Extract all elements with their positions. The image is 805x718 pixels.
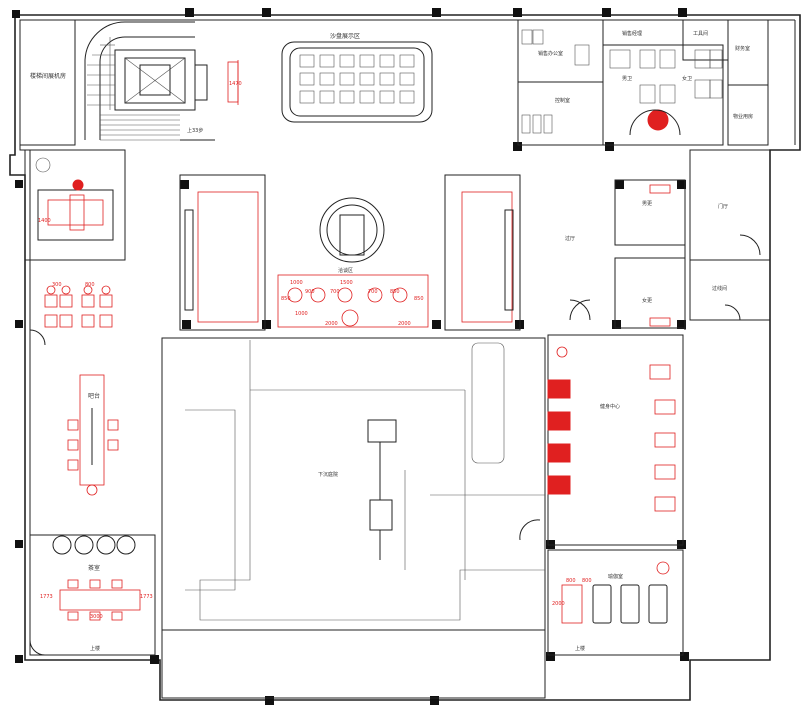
- sand-model-block: [339, 90, 355, 104]
- sand-model-block: [299, 72, 315, 86]
- sand-model-block: [359, 72, 375, 86]
- door-swings: [29, 329, 541, 656]
- door-hall: 门厅 过线间: [689, 149, 771, 321]
- svg-text:1500: 1500: [340, 280, 353, 286]
- svg-text:1000: 1000: [290, 280, 303, 286]
- central-round-feature: [319, 197, 385, 263]
- svg-text:财务室: 财务室: [735, 45, 750, 52]
- svg-text:物业用房: 物业用房: [733, 113, 753, 120]
- svg-text:控制室: 控制室: [555, 97, 570, 104]
- svg-text:2000: 2000: [398, 321, 411, 327]
- stair-room: 楼梯间展机房: [19, 19, 76, 146]
- sand-table-area: 沙盘展示区: [281, 32, 433, 123]
- yoga-room: 瑜伽室 800 800 2000 上楼: [547, 549, 684, 656]
- svg-text:沙盘展示区: 沙盘展示区: [330, 32, 360, 40]
- svg-text:健身中心: 健身中心: [600, 403, 620, 410]
- svg-text:过线间: 过线间: [712, 285, 727, 292]
- sand-model-block: [379, 90, 395, 104]
- svg-text:1400: 1400: [38, 218, 51, 224]
- sand-model-block: [339, 72, 355, 86]
- svg-text:800: 800: [582, 578, 592, 584]
- sand-model-block: [399, 90, 415, 104]
- svg-text:1773: 1773: [40, 594, 53, 600]
- sand-model-block: [359, 54, 375, 68]
- svg-text:2000: 2000: [552, 601, 565, 607]
- svg-text:上楼: 上楼: [90, 645, 100, 652]
- sand-model-block: [299, 54, 315, 68]
- svg-text:下沉庭院: 下沉庭院: [318, 471, 338, 478]
- sand-model-block: [319, 90, 335, 104]
- svg-text:850: 850: [390, 289, 400, 295]
- svg-text:800: 800: [85, 282, 95, 288]
- svg-text:工具间: 工具间: [693, 30, 708, 37]
- svg-text:800: 800: [566, 578, 576, 584]
- treadmill: [547, 379, 571, 399]
- sand-model-block: [319, 54, 335, 68]
- svg-text:销售办公室: 销售办公室: [538, 50, 563, 57]
- sand-model-block: [379, 54, 395, 68]
- svg-text:销售经理: 销售经理: [622, 30, 642, 37]
- svg-text:1000: 1000: [295, 311, 308, 317]
- svg-text:吧台: 吧台: [88, 392, 100, 400]
- svg-text:茶室: 茶室: [88, 564, 100, 572]
- treadmill: [547, 411, 571, 431]
- office-block: 销售办公室 控制室 销售经理 工具间 财务室 物业用房 男卫 女卫: [517, 19, 769, 146]
- svg-text:700: 700: [368, 289, 378, 295]
- sand-model-block: [299, 90, 315, 104]
- svg-text:洽谈区: 洽谈区: [338, 267, 353, 274]
- sand-model-block: [319, 72, 335, 86]
- outer-walls: [9, 14, 801, 701]
- negotiation-area: 洽谈区 1000 1500 850 900 700 700 850 850 10…: [179, 174, 521, 331]
- svg-text:1773: 1773: [140, 594, 153, 600]
- hall-and-changing: 过厅 男更 女更: [565, 179, 686, 330]
- treadmill: [547, 475, 571, 495]
- sand-model-block: [339, 54, 355, 68]
- treadmill: [547, 443, 571, 463]
- svg-text:楼梯间展机房: 楼梯间展机房: [30, 72, 66, 80]
- fitness-center: 健身中心: [547, 334, 684, 546]
- svg-text:男更: 男更: [642, 201, 652, 207]
- structural-columns: [12, 8, 689, 705]
- svg-text:1470: 1470: [229, 81, 242, 87]
- svg-text:900: 900: [305, 289, 315, 295]
- bar-area: 吧台: [67, 374, 119, 496]
- left-lounge: 1400 300 800: [24, 149, 126, 328]
- sand-model-block: [399, 54, 415, 68]
- sand-model-block: [359, 90, 375, 104]
- svg-text:男卫: 男卫: [622, 76, 632, 82]
- svg-text:上33步: 上33步: [187, 127, 203, 134]
- svg-text:瑜伽室: 瑜伽室: [608, 573, 623, 580]
- svg-text:3000: 3000: [90, 614, 103, 620]
- svg-text:850: 850: [281, 296, 291, 302]
- svg-text:女卫: 女卫: [682, 75, 692, 82]
- svg-text:300: 300: [52, 282, 62, 288]
- spiral-staircase: 上33步 1470: [84, 21, 242, 141]
- svg-text:850: 850: [414, 296, 424, 302]
- sand-model-block: [379, 72, 395, 86]
- svg-text:2000: 2000: [325, 321, 338, 327]
- svg-text:过厅: 过厅: [565, 235, 575, 242]
- svg-text:门厅: 门厅: [718, 203, 728, 210]
- svg-text:女更: 女更: [642, 297, 652, 304]
- sand-model-block: [399, 72, 415, 86]
- sunken-courtyard: 下沉庭院: [161, 337, 546, 699]
- tea-room: 茶室 1773 1773 3000 上楼: [29, 534, 156, 656]
- svg-text:上楼: 上楼: [575, 645, 585, 652]
- svg-text:700: 700: [330, 289, 340, 295]
